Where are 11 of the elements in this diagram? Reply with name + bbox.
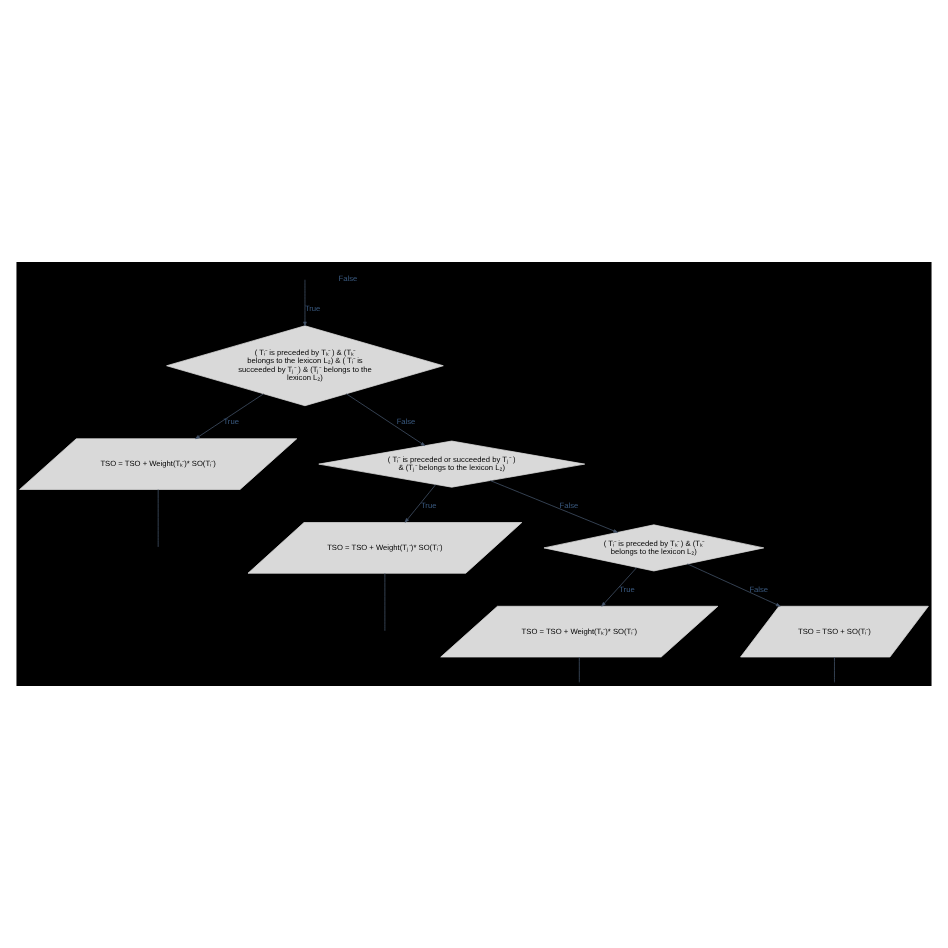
arrow	[195, 393, 264, 440]
arrow	[404, 484, 437, 523]
arrow	[303, 279, 307, 327]
connector	[834, 656, 835, 683]
arrow	[489, 480, 618, 533]
connector	[578, 656, 580, 683]
connector	[157, 489, 159, 548]
arrow	[687, 563, 781, 607]
arrow	[601, 567, 638, 607]
arrow	[346, 393, 426, 447]
connector	[384, 572, 386, 632]
